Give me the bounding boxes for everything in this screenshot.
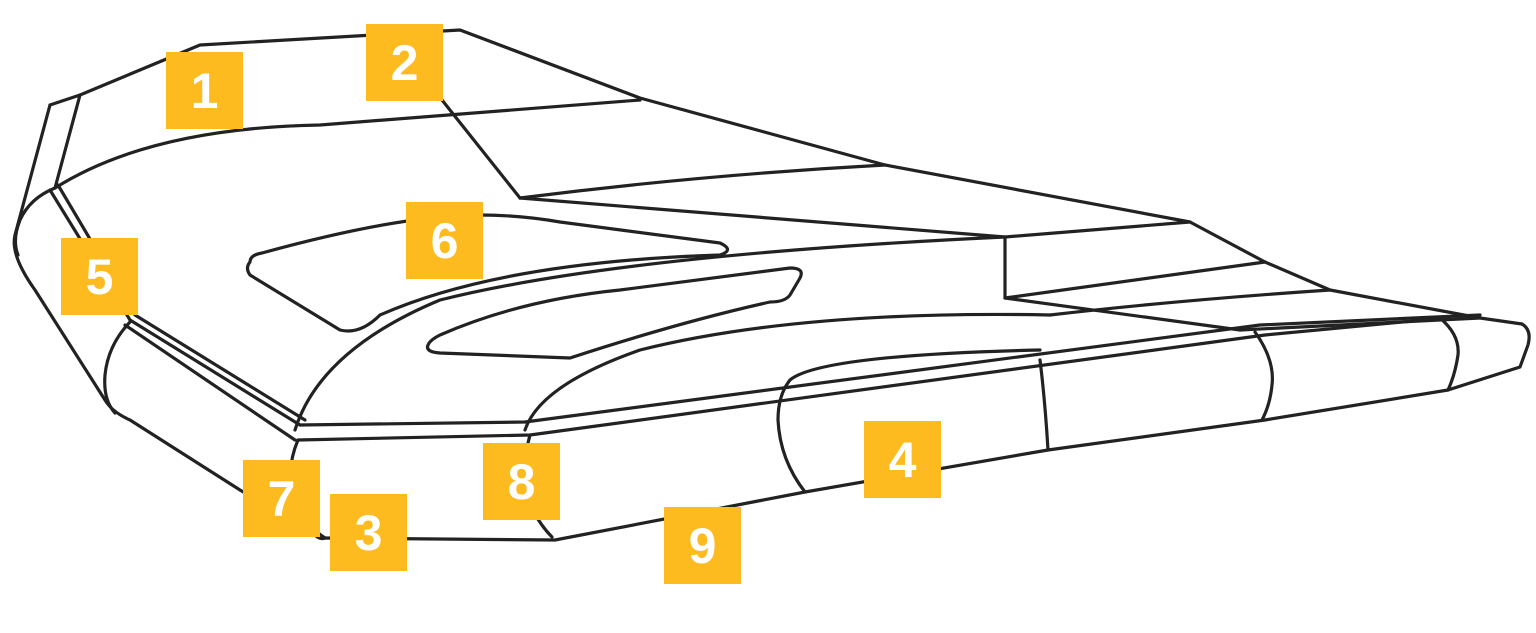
rear-tip-curve <box>1438 316 1460 392</box>
side-edge-left <box>48 188 302 427</box>
callout-6: 6 <box>406 202 483 279</box>
roof-mid-line <box>1003 260 1267 300</box>
side-edge-lower-2 <box>103 320 132 415</box>
door-curve <box>776 348 1042 494</box>
callout-8: 8 <box>483 443 560 520</box>
callout-4: 4 <box>864 421 941 498</box>
door-divider <box>1038 358 1050 452</box>
roof-pad-lower <box>425 266 803 360</box>
body-line-bottom <box>296 316 1447 442</box>
front-pillar-line <box>53 98 642 190</box>
callout-2: 2 <box>366 24 443 101</box>
roof-mid-line-2 <box>1003 296 1242 332</box>
side-edge-left-inner <box>56 183 307 422</box>
body-line-top <box>298 313 1482 427</box>
roof-curve-upper <box>518 163 887 200</box>
rear-panel-curve <box>1253 330 1274 422</box>
roof-secondary-curve <box>523 312 1052 432</box>
roof-rear-line-2 <box>1048 288 1332 317</box>
roof-pad-upper <box>245 213 730 333</box>
callout-1: 1 <box>166 52 243 129</box>
callout-5: 5 <box>61 238 138 315</box>
windshield-line <box>436 93 522 200</box>
callout-3: 3 <box>330 494 407 571</box>
roof-outline <box>12 28 1531 542</box>
outer-top-edge <box>48 28 1524 326</box>
front-nose-curve <box>13 93 82 257</box>
rear-tip <box>1446 322 1531 392</box>
roof-main-curve <box>293 235 1007 432</box>
callout-9: 9 <box>664 507 741 584</box>
callout-7: 7 <box>243 460 320 537</box>
side-edge-lower <box>123 323 297 442</box>
